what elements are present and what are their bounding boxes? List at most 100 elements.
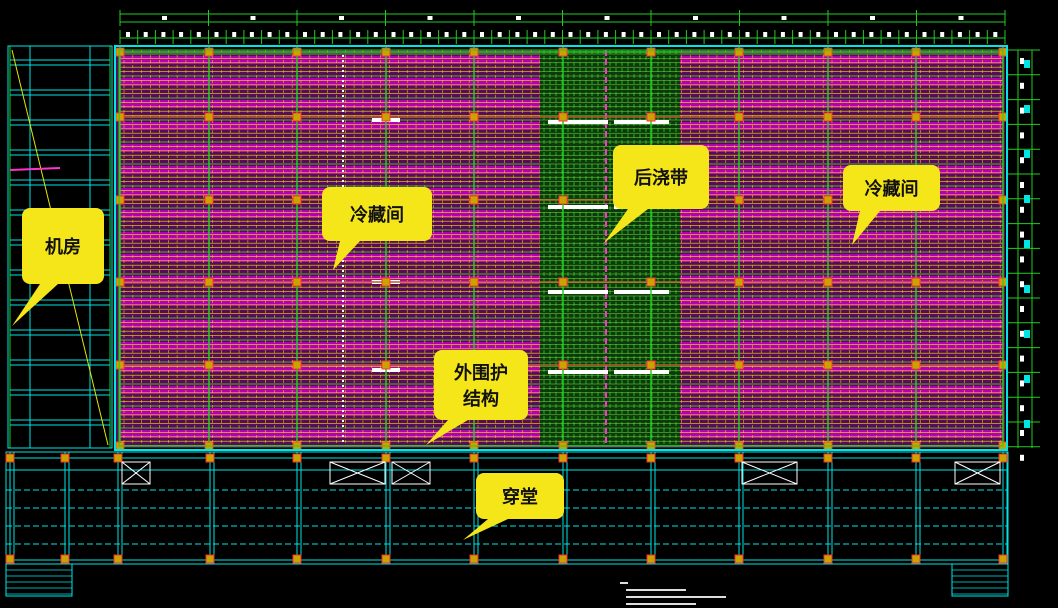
callout-label: 穿堂 [502, 486, 538, 508]
column [381, 112, 391, 122]
dim-text-mark [780, 32, 785, 37]
corridor-stair-left [5, 563, 73, 597]
corridor-stair-right [951, 563, 1009, 597]
column [911, 47, 921, 57]
column [734, 47, 744, 57]
column [115, 112, 125, 122]
corridor-hatch-x [954, 461, 1001, 485]
callout-tail [333, 241, 360, 270]
column [646, 360, 656, 370]
rdim-text [1020, 355, 1024, 362]
dim-text-mark [462, 32, 467, 37]
corridor-hatch-box [741, 461, 798, 485]
dim-major-text [516, 16, 521, 20]
column [381, 360, 391, 370]
dim-text-mark [993, 32, 998, 37]
rdim-axis-bubble [1024, 195, 1030, 203]
post-pour-white-mark [614, 120, 669, 124]
column [204, 112, 214, 122]
callout-tail [463, 519, 508, 540]
dim-text-mark [497, 32, 502, 37]
dim-text-mark [303, 32, 307, 37]
column [204, 360, 214, 370]
dim-text-mark [763, 32, 768, 37]
column [734, 360, 744, 370]
callout-tail [426, 420, 468, 445]
corridor-column [558, 453, 568, 463]
dim-text-mark [196, 32, 201, 37]
corridor-column [292, 453, 302, 463]
corridor-column [60, 453, 70, 463]
column [204, 47, 214, 57]
corridor-column [734, 554, 744, 564]
callout-label: 冷藏间 [350, 204, 404, 226]
dim-text-mark [586, 32, 591, 37]
dim-text-mark [232, 32, 237, 37]
dim-text-mark [975, 32, 980, 37]
column [469, 47, 479, 57]
post-pour-white-mark [548, 120, 608, 124]
column [734, 195, 744, 205]
callout-tail [12, 284, 58, 326]
column [381, 277, 391, 287]
column [734, 112, 744, 122]
dim-text-mark [550, 32, 555, 37]
corridor-column [646, 554, 656, 564]
dim-text-mark [320, 32, 325, 37]
dim-text-mark [727, 32, 732, 37]
machine-room-outline [7, 45, 113, 449]
column [115, 195, 125, 205]
callout-bubble [476, 473, 564, 519]
post-pour-white-mark [548, 205, 608, 209]
rdim-text [1020, 82, 1024, 89]
corridor-column [381, 554, 391, 564]
callout-bubble [22, 208, 104, 284]
rdim-axis-bubble [1024, 330, 1030, 338]
rdim-text [1020, 281, 1024, 288]
rdim-text [1020, 330, 1024, 337]
column [823, 112, 833, 122]
dim-text-mark [533, 32, 538, 37]
top-dimension-chain [119, 10, 1006, 44]
dim-text-mark [603, 32, 608, 37]
dim-text-mark [904, 32, 909, 37]
dim-text-mark [692, 32, 697, 37]
dim-text-mark [409, 32, 414, 37]
rdim-axis-bubble [1024, 285, 1030, 293]
corridor-column [292, 554, 302, 564]
callout-label: 结构 [463, 388, 499, 410]
note-line-4 [626, 603, 696, 605]
post-pour-white-mark [548, 290, 608, 294]
column [115, 360, 125, 370]
dim-major-text [693, 16, 698, 20]
dim-major-text [250, 16, 256, 20]
callout-bubble [434, 350, 528, 420]
rdim-text [1020, 182, 1024, 188]
rdim-text [1020, 380, 1024, 387]
dim-text-mark [798, 32, 803, 37]
corridor-column [205, 453, 215, 463]
rdim-text [1020, 206, 1024, 213]
corridor-column [823, 453, 833, 463]
callout-bubble [843, 165, 940, 211]
dim-major-text [427, 16, 433, 20]
dim-text-mark [214, 32, 219, 37]
corridor-column [113, 453, 123, 463]
column [558, 47, 568, 57]
rdim-axis-bubble [1024, 150, 1030, 158]
dim-text-mark [249, 32, 254, 37]
dim-text-mark [356, 32, 361, 37]
dim-text-mark [834, 32, 838, 37]
rdim-text [1020, 454, 1024, 461]
column [911, 360, 921, 370]
column [823, 195, 833, 205]
rdim-text [1020, 306, 1024, 312]
rdim-axis-bubble [1024, 240, 1030, 248]
corridor-column [205, 554, 215, 564]
storage-inner-wall [118, 49, 1004, 447]
corridor-hatch-x [121, 461, 151, 485]
note-line-2 [626, 589, 686, 591]
callout-label: 后浇带 [634, 167, 688, 189]
